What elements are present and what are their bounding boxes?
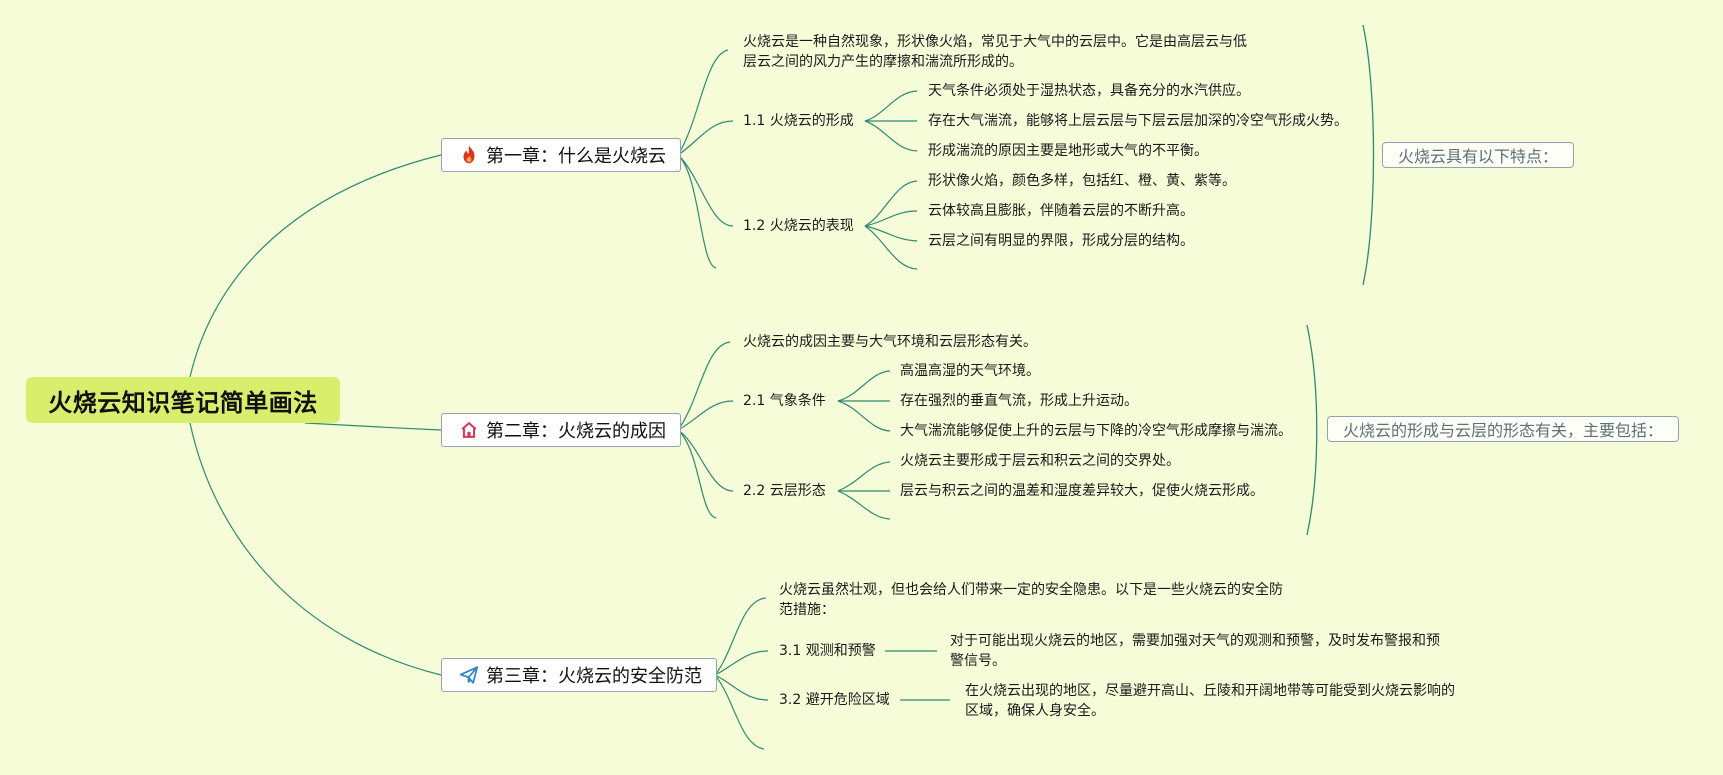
chapter-3-title: 第三章：火烧云的安全防范 [486,666,702,687]
section-2-2-item-1: 火烧云主要形成于层云和积云之间的交界处。 [900,453,1180,469]
chapter-2-to-section-1-link [677,400,734,431]
section-1-2-to-item-3-link [864,225,918,242]
chapter-1-intro: 火烧云是一种自然现象，形状像火焰，常见于大气中的云层中。它是由高层云与低层云之间… [743,34,1247,70]
section-2-2-extra-link [837,490,891,520]
chapter-2-title: 第二章：火烧云的成因 [486,421,666,442]
section-2-2-to-item-1-link [837,461,891,492]
chapter-3-to-section-1-link [714,650,769,676]
chapter-1-to-intro-link [677,49,729,156]
section-1-1-item-3: 形成湍流的原因主要是地形或大气的不平衡。 [928,143,1208,159]
root-title: 火烧云知识笔记简单画法 [48,388,318,417]
root-to-chapter-2-link [304,422,442,431]
chapter-2-summary-bracket [1306,324,1318,536]
section-1-2-title[interactable]: 1.2 火烧云的表现 [743,218,854,234]
chapter-1-summary[interactable]: 火烧云具有以下特点： [1382,142,1574,168]
chapter-3-extra-link [714,674,765,750]
chapter-1-to-section-2-link [677,154,734,227]
section-1-2-item-2: 云体较高且膨胀，伴随着云层的不断升高。 [928,203,1194,219]
section-1-2-extra-link [864,225,918,270]
chapter-3-intro: 火烧云虽然壮观，但也会给人们带来一定的安全隐患。以下是一些火烧云的安全防范措施： [779,582,1283,618]
chapter-1-node[interactable]: 第一章：什么是火烧云 [441,138,681,172]
section-3-2-item-1: 在火烧云出现的地区，尽量避开高山、丘陵和开阔地带等可能受到火烧云影响的区域，确保… [965,683,1455,719]
section-2-2-item-2: 层云与积云之间的温差和湿度差异较大，促使火烧云形成。 [900,483,1264,499]
chapter-1-title: 第一章：什么是火烧云 [486,146,666,167]
chapter-3-node[interactable]: 第三章：火烧云的安全防范 [441,658,717,692]
section-1-2-item-1: 形状像火焰，颜色多样，包括红、橙、黄、紫等。 [928,173,1236,189]
section-1-1-to-item-3-link [864,120,918,152]
section-1-1-to-item-1-link [864,90,918,122]
chapter-2-node[interactable]: 第二章：火烧云的成因 [441,413,681,447]
paper-plane-icon [458,664,480,686]
section-2-1-item-2: 存在强烈的垂直气流，形成上升运动。 [900,393,1138,409]
section-2-1-item-1: 高温高湿的天气环境。 [900,363,1040,379]
root-to-chapter-3-link [189,422,442,676]
section-1-2-to-item-2-link [864,210,918,227]
chapter-2-summary[interactable]: 火烧云的形成与云层的形态有关，主要包括： [1327,416,1679,442]
chapter-1-summary-text: 火烧云具有以下特点： [1397,147,1558,166]
section-2-2-title[interactable]: 2.2 云层形态 [743,483,826,499]
section-2-1-to-item-3-link [837,400,891,432]
section-2-1-to-item-1-link [837,370,891,402]
mind-map-root[interactable]: 火烧云知识笔记简单画法 [26,377,340,423]
section-1-1-item-1: 天气条件必须处于湿热状态，具备充分的水汽供应。 [928,83,1250,99]
section-1-1-item-2: 存在大气湍流，能够将上层云层与下层云层加深的冷空气形成火势。 [928,113,1348,129]
chapter-1-extra-link [677,154,717,269]
home-icon [458,419,480,441]
section-3-1-item-1: 对于可能出现火烧云的地区，需要加强对天气的观测和预警，及时发布警报和预警信号。 [950,633,1440,669]
section-2-1-item-3: 大气湍流能够促使上升的云层与下降的冷空气形成摩擦与湍流。 [900,423,1292,439]
chapter-1-to-section-1-link [677,120,734,156]
chapter-2-to-intro-link [677,341,731,431]
chapter-2-intro: 火烧云的成因主要与大气环境和云层形态有关。 [743,334,1037,350]
section-1-2-to-item-1-link [864,180,918,227]
chapter-3-to-section-2-link [714,674,769,701]
section-3-1-title[interactable]: 3.1 观测和预警 [779,643,876,659]
section-3-2-title[interactable]: 3.2 避开危险区域 [779,692,890,708]
section-2-1-title[interactable]: 2.1 气象条件 [743,393,826,409]
chapter-2-extra-link [677,429,717,519]
chapter-1-summary-bracket [1362,24,1375,286]
fire-icon [458,144,480,166]
chapter-2-summary-text: 火烧云的形成与云层的形态有关，主要包括： [1342,421,1663,440]
section-1-1-title[interactable]: 1.1 火烧云的形成 [743,113,854,129]
chapter-3-to-intro-link [714,597,767,676]
section-1-2-item-3: 云层之间有明显的界限，形成分层的结构。 [928,233,1194,249]
chapter-2-to-section-2-link [677,429,734,492]
root-to-chapter-1-link [189,154,442,378]
